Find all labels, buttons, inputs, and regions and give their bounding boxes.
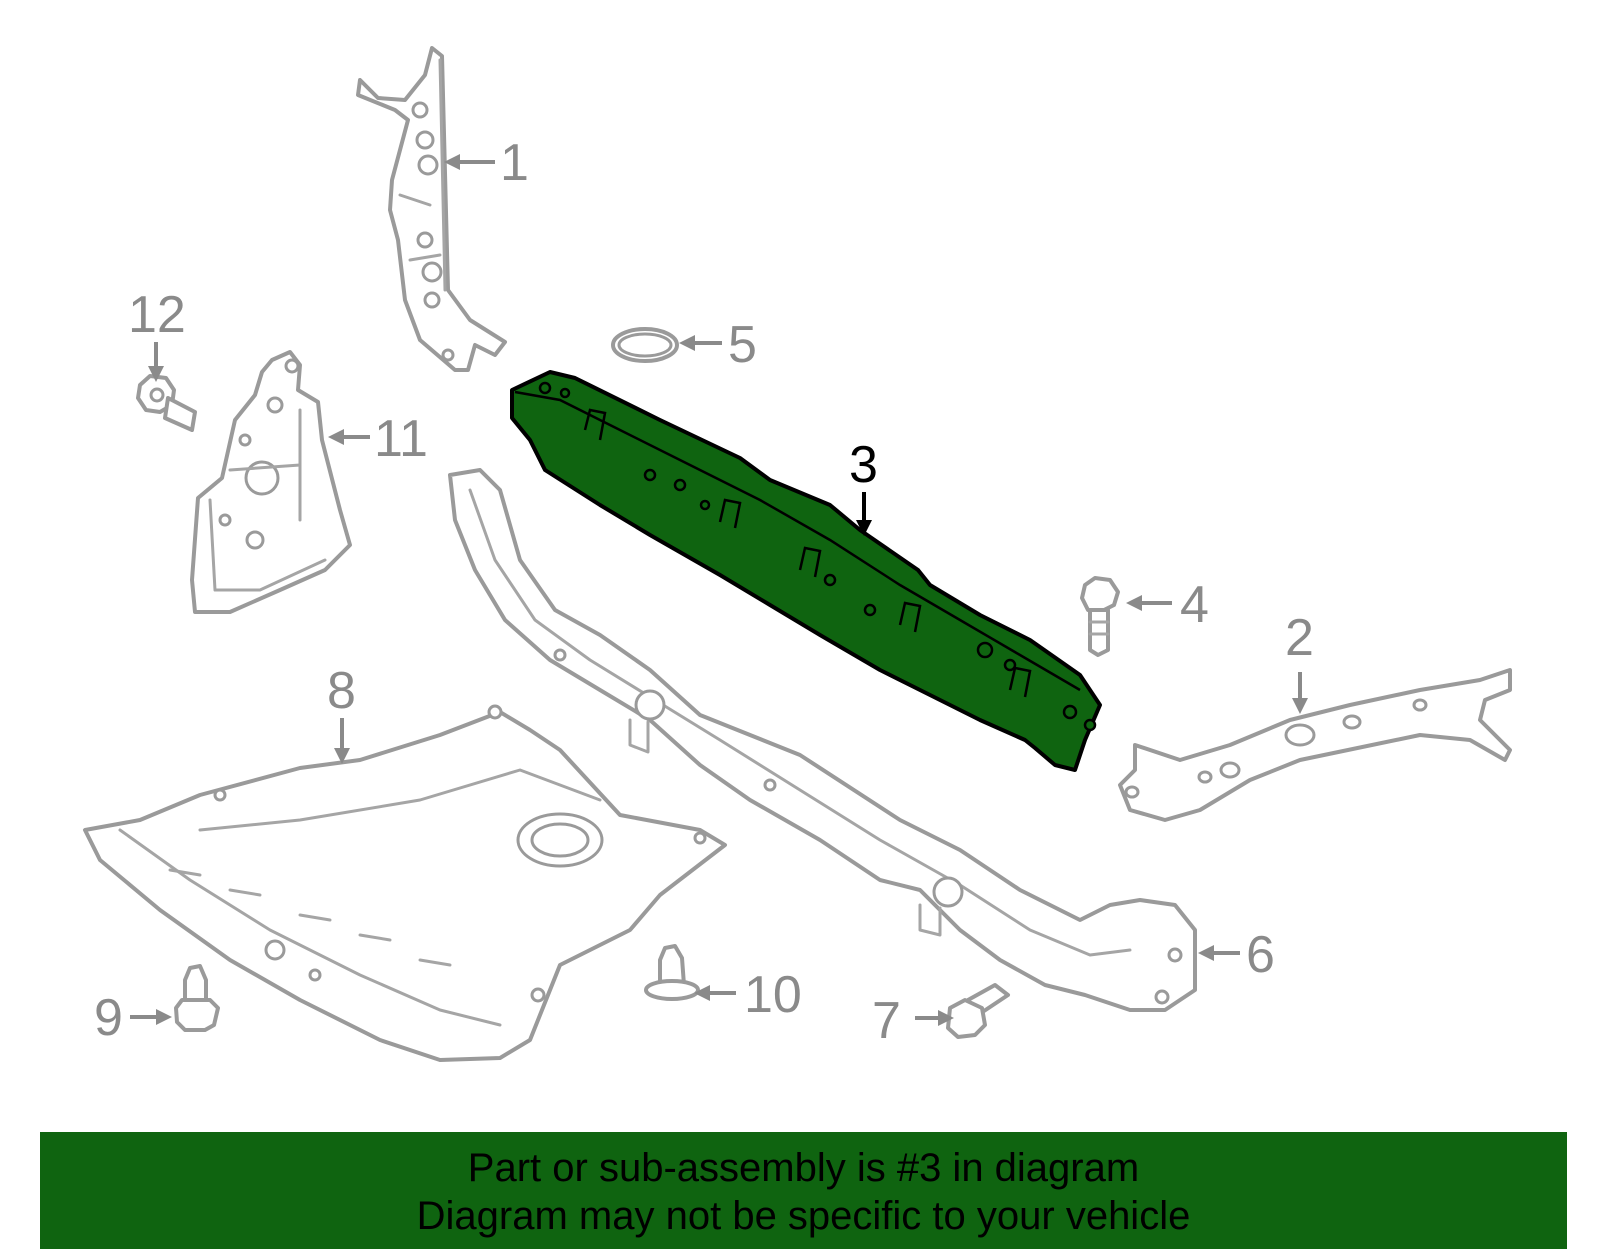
part-10-clip[interactable] <box>644 944 700 1001</box>
callout-10: 10 <box>744 966 802 1024</box>
callout-5: 5 <box>728 316 757 374</box>
callout-4: 4 <box>1180 576 1209 634</box>
callout-3: 3 <box>849 436 878 494</box>
part-9-bolt[interactable] <box>174 964 220 1032</box>
part-11-bracket[interactable] <box>190 350 352 614</box>
part-3-tie-bar[interactable] <box>510 370 1102 772</box>
callout-arrows <box>130 154 1308 1026</box>
part-8-under-cover[interactable] <box>83 704 727 1062</box>
info-banner: Part or sub-assembly is #3 in diagram Di… <box>40 1132 1567 1249</box>
callout-12: 12 <box>128 286 186 344</box>
banner-line-2: Diagram may not be specific to your vehi… <box>416 1194 1191 1238</box>
part-2-bracket[interactable] <box>1118 668 1512 822</box>
parts-diagram: 1 2 3 4 5 6 7 8 9 10 11 12 <box>83 46 1512 1062</box>
callout-9: 9 <box>94 989 123 1047</box>
callout-8: 8 <box>327 662 356 720</box>
callout-6: 6 <box>1246 926 1275 984</box>
callout-7: 7 <box>872 992 901 1050</box>
part-1-bracket[interactable] <box>356 46 507 372</box>
part-7-bolt[interactable] <box>946 983 1010 1039</box>
part-4-bolt[interactable] <box>1080 576 1120 657</box>
part-12-bolt[interactable] <box>136 374 197 432</box>
callout-1: 1 <box>500 134 529 192</box>
banner-line-1: Part or sub-assembly is #3 in diagram <box>467 1146 1140 1190</box>
part-5-gasket[interactable] <box>611 327 679 363</box>
callout-11: 11 <box>374 410 428 468</box>
part-6-lower-support[interactable] <box>448 468 1197 1012</box>
callout-2: 2 <box>1285 609 1314 667</box>
